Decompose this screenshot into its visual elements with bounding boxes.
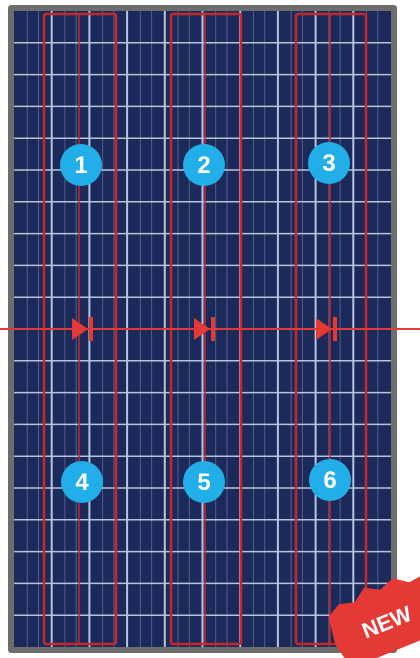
diode-bar [333, 317, 337, 341]
marker-3: 3 [308, 142, 350, 184]
diode-bar [211, 317, 215, 341]
marker-label: 4 [75, 469, 89, 496]
marker-1: 1 [60, 144, 102, 186]
marker-label: 2 [197, 152, 210, 179]
marker-6: 6 [309, 459, 351, 501]
marker-5: 5 [183, 461, 225, 503]
marker-label: 3 [322, 150, 335, 177]
marker-4: 4 [61, 461, 103, 503]
diode-bar [89, 317, 93, 341]
marker-label: 5 [197, 469, 210, 496]
marker-label: 1 [74, 152, 87, 179]
marker-label: 6 [323, 467, 336, 494]
marker-2: 2 [183, 144, 225, 186]
